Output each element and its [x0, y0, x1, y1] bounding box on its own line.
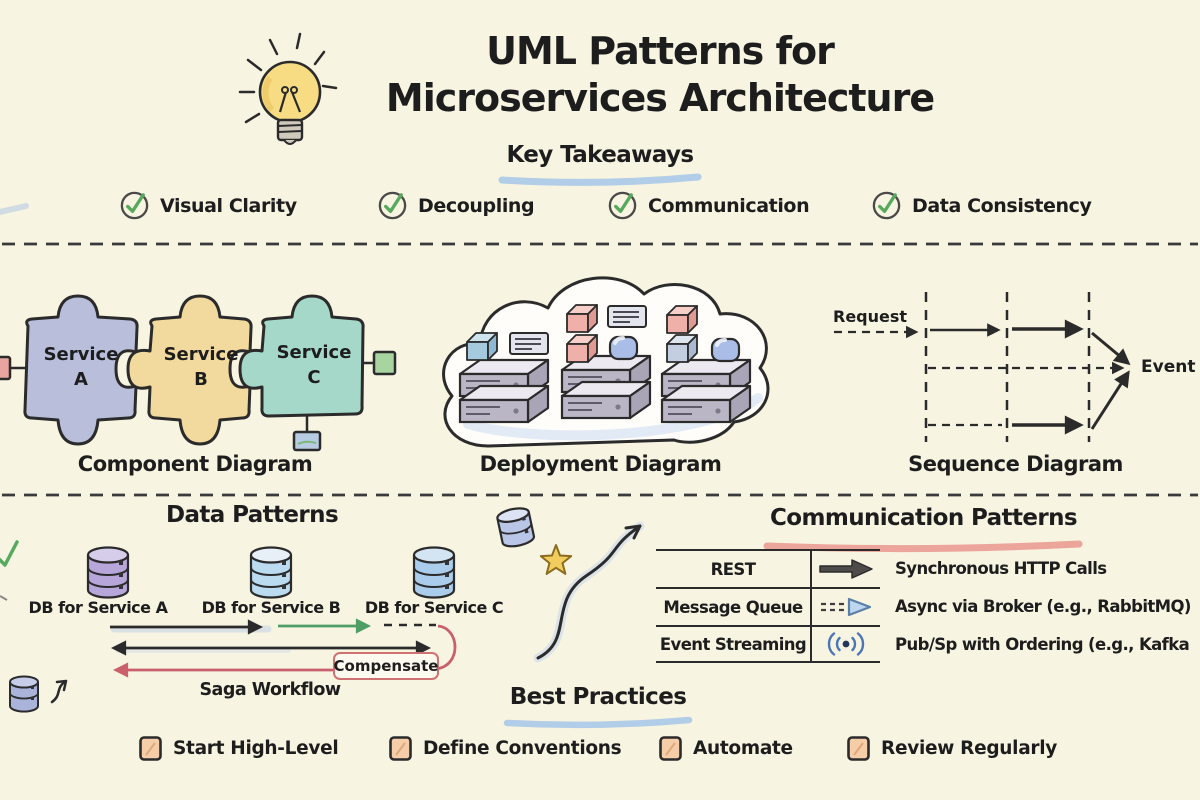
best-practice-item: Start High-Level: [138, 735, 339, 762]
best-practice-label: Define Conventions: [423, 738, 622, 759]
puzzle-piece-service-b: [126, 294, 253, 446]
comm-row-desc: Synchronous HTTP Calls: [895, 558, 1107, 578]
title-line1: UML Patterns for: [486, 29, 835, 73]
communication-patterns-heading: Communication Patterns: [769, 505, 1078, 531]
best-practices-underline: [503, 716, 693, 729]
connector-node-blue: [292, 430, 322, 452]
deployment-diagram: [442, 276, 770, 448]
takeaway-label: Data Consistency: [912, 194, 1092, 217]
check-icon: [378, 191, 407, 220]
comm-row-label: REST: [710, 559, 756, 579]
database-label: DB for Service A: [28, 598, 168, 617]
cube-icon: [466, 332, 498, 361]
thick-arrow-icon: [810, 551, 880, 587]
component-diagram-caption: Component Diagram: [77, 452, 313, 476]
server-stack: [662, 360, 750, 422]
converge-arrow: [1090, 370, 1130, 430]
table-row: REST Synchronous HTTP Calls: [656, 549, 1200, 587]
communication-table: REST Synchronous HTTP Calls Message Queu…: [656, 549, 1200, 663]
check-icon: [120, 191, 149, 220]
takeaway-item: Data Consistency: [870, 189, 1092, 222]
server-stack: [460, 360, 548, 422]
puzzle-piece-service-c: [238, 294, 365, 418]
data-patterns-heading: Data Patterns: [165, 502, 339, 528]
server-stack: [562, 356, 650, 418]
best-practice-item: Automate: [658, 735, 793, 762]
component-diagram: [0, 294, 397, 452]
takeaway-label: Communication: [648, 194, 810, 217]
best-practice-item: Review Regularly: [846, 735, 1057, 762]
cube-icon: [666, 334, 698, 363]
table-row: Event Streaming Pub/Sp with Ordering (e.…: [656, 625, 1200, 663]
takeaway-item: Communication: [606, 189, 810, 222]
star-icon: [539, 544, 573, 575]
cube-icon: [566, 334, 598, 363]
pod-icon: [608, 335, 639, 361]
note-icon: [607, 305, 647, 328]
database-icon: [86, 546, 130, 599]
database-icon: [496, 507, 536, 548]
event-label: Event: [1141, 357, 1196, 377]
title-line2: Microservices Architecture: [385, 76, 935, 120]
comm-row-label: Event Streaming: [659, 634, 807, 654]
checkbox-icon: [139, 736, 162, 761]
sequence-diagram-caption: Sequence Diagram: [908, 452, 1123, 476]
puzzle-piece-label: Service A: [43, 344, 119, 390]
key-takeaways-heading: Key Takeaways: [506, 142, 694, 168]
best-practice-item: Define Conventions: [388, 735, 622, 762]
puzzle-piece-label: Service C: [276, 342, 352, 388]
checkbox-icon: [847, 736, 870, 761]
converge-arrow: [1091, 331, 1131, 366]
compensate-badge: Compensate: [333, 652, 439, 680]
comm-row-label: Message Queue: [663, 597, 803, 617]
takeaway-item: Visual Clarity: [118, 189, 297, 222]
best-practice-label: Review Regularly: [881, 738, 1058, 759]
takeaway-label: Visual Clarity: [160, 194, 297, 217]
dashed-arrow-icon: [810, 589, 880, 625]
puzzle-piece-label: Service B: [163, 344, 239, 390]
best-practice-label: Start High-Level: [173, 738, 339, 759]
database-icon: [9, 675, 39, 713]
lightbulb-icon: [238, 32, 338, 145]
saga-workflow-caption: Saga Workflow: [199, 680, 341, 700]
comm-row-desc: Pub/Sp with Ordering (e.g., Kafka: [895, 634, 1190, 654]
sequence-diagram: [834, 292, 1131, 442]
connector-port-pink: [0, 355, 12, 381]
best-practices-heading: Best Practices: [509, 684, 687, 710]
connector-port-green: [372, 350, 397, 376]
partial-check-icon: [0, 540, 19, 567]
broadcast-icon: [810, 627, 880, 661]
squiggle-arrow-icon: [50, 679, 68, 704]
best-practice-label: Automate: [693, 738, 793, 759]
takeaways-underline: [498, 173, 702, 186]
check-icon: [608, 191, 637, 220]
database-icon: [249, 546, 293, 599]
pod-icon: [710, 337, 741, 363]
check-icon: [872, 191, 901, 220]
checkbox-icon: [659, 736, 682, 761]
cube-icon: [566, 304, 598, 333]
request-label: Request: [833, 307, 908, 326]
puzzle-piece-service-a: [23, 294, 139, 446]
deployment-diagram-caption: Deployment Diagram: [479, 452, 722, 476]
takeaway-item: Decoupling: [376, 189, 535, 222]
note-icon: [509, 332, 549, 355]
saga-arrows: [110, 618, 457, 678]
cube-icon: [666, 305, 698, 334]
page-title: UML Patterns for Microservices Architect…: [290, 28, 1030, 122]
takeaway-label: Decoupling: [418, 194, 535, 217]
dashed-divider: [2, 242, 1198, 246]
table-row: Message Queue Async via Broker (e.g., Ra…: [656, 587, 1200, 625]
database-icon: [412, 546, 456, 599]
saga-loop-curve: [435, 624, 457, 671]
database-label: DB for Service B: [201, 598, 341, 617]
checkbox-icon: [389, 736, 412, 761]
dashed-divider: [2, 493, 1198, 497]
communication-underline: [763, 540, 1083, 553]
comm-row-desc: Async via Broker (e.g., RabbitMQ): [895, 596, 1191, 616]
database-label: DB for Service C: [364, 598, 504, 617]
